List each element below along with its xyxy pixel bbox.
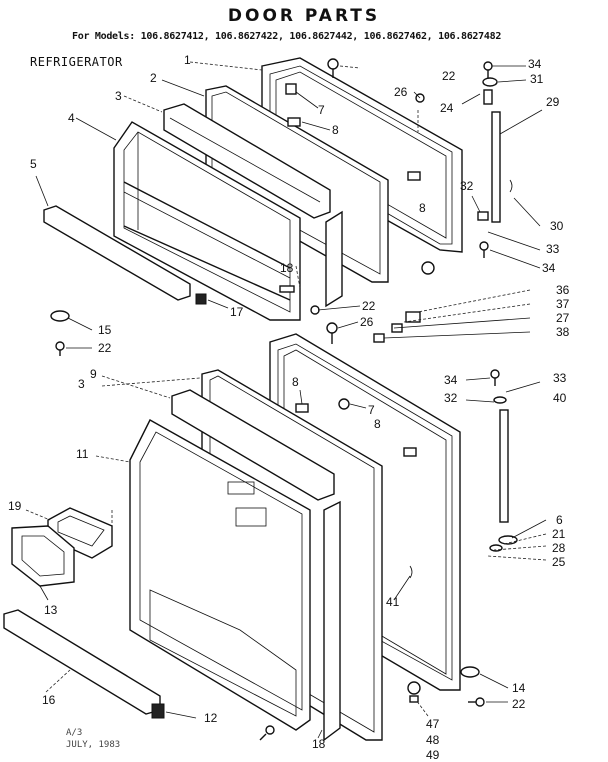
callout-36: 36 [556,283,570,297]
callout-9: 9 [90,367,97,381]
leader-lines [25,61,547,739]
fresh-food-door-liner [129,419,311,731]
callout-32-upper: 32 [460,179,474,193]
page-title: DOOR PARTS [227,6,381,26]
callout-22-upper: 22 [442,69,456,83]
callout-3-lower: 3 [78,377,85,391]
callout-28: 28 [552,541,566,555]
callout-40: 40 [553,391,567,405]
callout-38: 38 [556,325,570,339]
callout-32-lower: 32 [444,391,458,405]
callout-34-lower: 34 [444,373,458,387]
callout-22-left: 22 [98,341,112,355]
callout-14: 14 [512,681,526,695]
callout-4: 4 [68,111,75,125]
callout-33-lower: 33 [553,371,567,385]
section-label: REFRIGERATOR [30,55,123,69]
callout-48: 48 [426,733,440,747]
callout-37: 37 [556,297,570,311]
freezer-breaker-strip [163,103,331,219]
callout-1: 1 [184,53,191,67]
fresh-food-breaker-strip [171,389,335,501]
footnote-date: JULY, 1983 [66,740,121,750]
callout-3: 3 [115,89,122,103]
butter-compartment [11,525,75,587]
upper-hinge-hardware [279,58,513,344]
callout-7-upper: 7 [318,103,325,117]
callout-29: 29 [546,95,560,109]
callout-15: 15 [98,323,112,337]
callout-18-lower: 18 [312,737,326,751]
left-small-hardware [50,310,70,356]
callout-7-lower: 7 [368,403,375,417]
callout-25: 25 [552,555,566,569]
freezer-door-liner [113,121,301,321]
callout-6: 6 [556,513,563,527]
callout-34-mid: 34 [542,261,556,275]
callout-18-upper: 18 [280,261,294,275]
callout-13: 13 [44,603,58,617]
callout-5: 5 [30,157,37,171]
callout-8-lower-b: 8 [374,417,381,431]
lower-hinge-hardware [259,369,518,741]
freezer-shelf-rail [43,205,191,301]
callout-21: 21 [552,527,566,541]
callout-19: 19 [8,499,22,513]
callout-24: 24 [440,101,454,115]
callout-33-upper: 33 [546,242,560,256]
callout-8-upper-a: 8 [332,123,339,137]
callout-26-mid: 26 [360,315,374,329]
callout-22-lower: 22 [512,697,526,711]
callout-8-lower-a: 8 [292,375,299,389]
callout-34-upper: 34 [528,57,542,71]
callout-2: 2 [150,71,157,85]
callout-30: 30 [550,219,564,233]
callout-11: 11 [76,447,89,461]
callout-16: 16 [42,693,56,707]
fresh-food-door-trim [323,500,341,742]
callout-49: 49 [426,748,440,762]
callout-22-mid: 22 [362,299,376,313]
callout-8-upper-b: 8 [419,201,426,215]
footnote-code: A/3 [66,728,83,738]
callout-31: 31 [530,72,544,86]
freezer-door-trim [325,210,343,308]
callout-26-upper: 26 [394,85,408,99]
callout-41: 41 [386,595,400,609]
callout-47: 47 [426,717,440,731]
callout-17: 17 [230,305,244,319]
model-list: For Models: 106.8627412, 106.8627422, 10… [72,31,502,42]
callout-27: 27 [556,311,570,325]
callout-12: 12 [204,711,218,725]
